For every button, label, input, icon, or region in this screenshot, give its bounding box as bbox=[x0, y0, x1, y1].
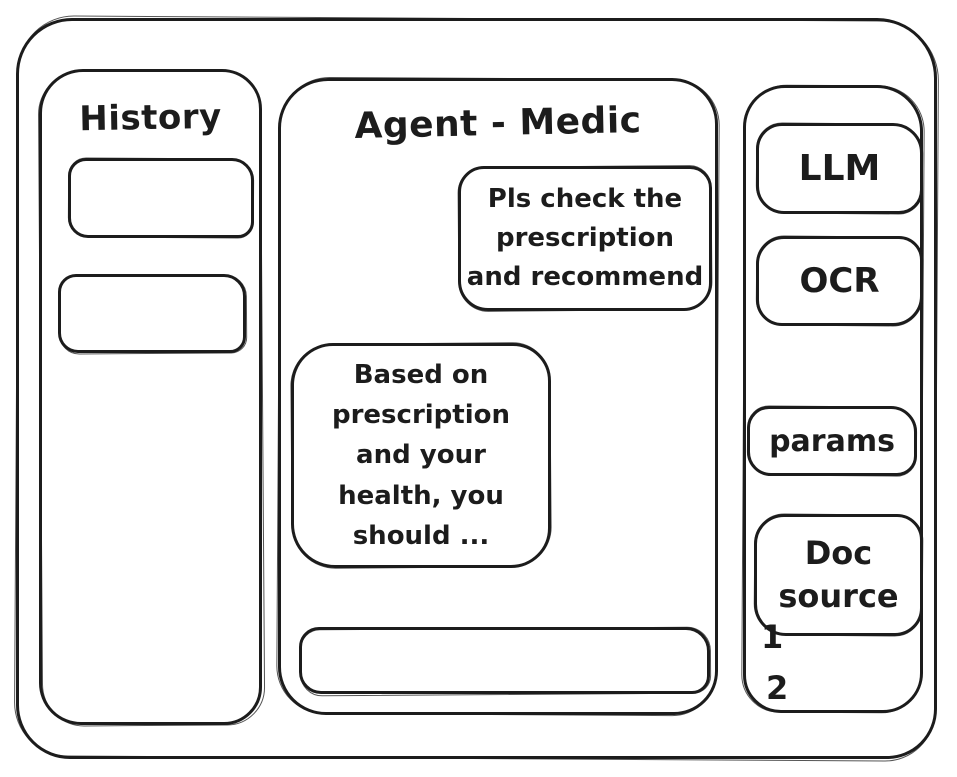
llm-button[interactable]: LLM bbox=[756, 123, 923, 214]
app-frame: History Agent - Medic Pls check the pres… bbox=[16, 18, 937, 759]
history-item[interactable] bbox=[68, 158, 254, 238]
doc-source-item-1[interactable]: 1 bbox=[761, 621, 783, 653]
doc-source-item-2[interactable]: 2 bbox=[766, 672, 788, 704]
doc-source-item-1-label: 1 bbox=[761, 618, 784, 656]
history-item[interactable] bbox=[58, 274, 246, 353]
chat-panel: Agent - Medic Pls check the prescription… bbox=[278, 78, 718, 715]
history-title: History bbox=[78, 96, 223, 140]
user-message-bubble: Pls check the prescription and recommend bbox=[458, 166, 712, 311]
agent-message-text: Based on prescription and your health, y… bbox=[331, 360, 510, 551]
left-sidebar-history: History bbox=[39, 69, 262, 725]
ocr-button-label: OCR bbox=[799, 261, 880, 301]
right-sidebar-tools: LLM OCR params Doc source 1 2 bbox=[743, 85, 923, 713]
params-button[interactable]: params bbox=[747, 406, 917, 476]
doc-source-button[interactable]: Doc source bbox=[754, 514, 923, 636]
user-message-text: Pls check the prescription and recommend bbox=[466, 184, 704, 292]
ocr-button[interactable]: OCR bbox=[756, 236, 923, 326]
page-title: Agent - Medic bbox=[354, 99, 642, 148]
chat-input[interactable] bbox=[306, 634, 703, 687]
chat-input-box[interactable] bbox=[299, 627, 710, 694]
doc-source-button-label: Doc source bbox=[778, 533, 899, 615]
llm-button-label: LLM bbox=[798, 148, 881, 189]
agent-message-bubble: Based on prescription and your health, y… bbox=[291, 343, 551, 568]
doc-source-item-2-label: 2 bbox=[766, 669, 789, 707]
params-button-label: params bbox=[769, 423, 895, 459]
